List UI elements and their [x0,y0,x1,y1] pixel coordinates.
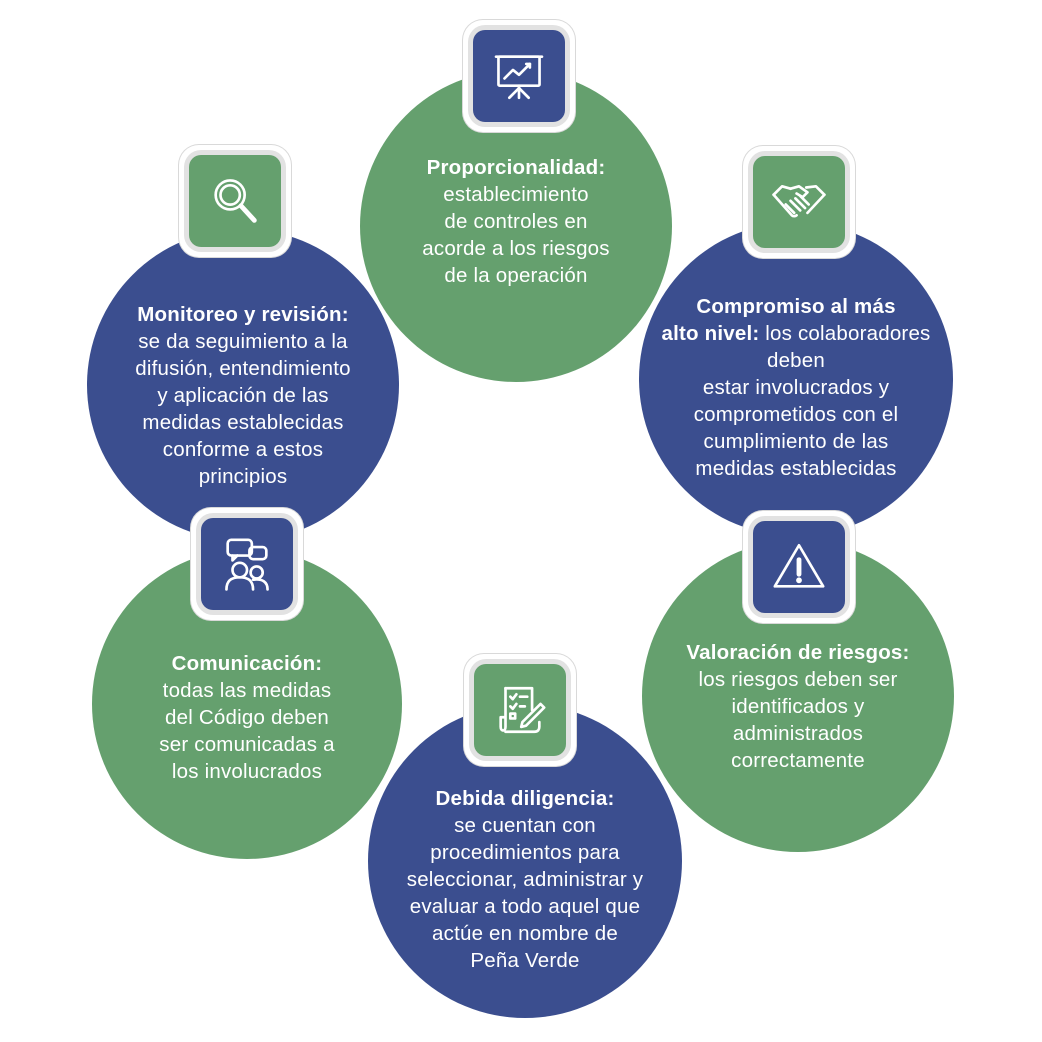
principle-title: Monitoreo y revisión: [137,302,349,326]
warning-icon [773,543,825,588]
badge-valoracion [743,511,855,623]
presentation-chart-icon [494,55,544,100]
principle-title: Proporcionalidad: [426,155,606,179]
badge-monitoreo [179,145,291,257]
principle-title: Debida diligencia: [435,786,615,810]
principle-text: Valoración de riesgos: los riesgos deben… [686,640,910,772]
badge-proporcionalidad [463,20,575,132]
people-chat-icon [225,538,269,591]
principle-text: Comunicación: todas las medidas del Códi… [159,651,335,783]
principle-circle-debida-diligencia: Debida diligencia: se cuentan con proced… [368,704,682,1018]
principle-text: Debida diligencia: se cuentan con proced… [406,786,644,972]
checklist-pen-icon [499,686,546,734]
principle-text: Monitoreo y revisión: se da seguimiento … [135,302,351,488]
badge-debida-diligencia [464,654,576,766]
principle-title: Valoración de riesgos: [686,640,910,664]
principle-circle-comunicacion: Comunicación: todas las medidas del Códi… [92,549,402,859]
badge-comunicacion [191,508,303,620]
principle-text: Proporcionalidad: establecimiento de con… [422,155,610,287]
handshake-icon [772,184,826,218]
magnifier-icon [214,179,257,223]
principle-circle-monitoreo: Monitoreo y revisión: se da seguimiento … [87,229,399,541]
badge-compromiso [743,146,855,258]
principle-title: Comunicación: [171,651,323,675]
